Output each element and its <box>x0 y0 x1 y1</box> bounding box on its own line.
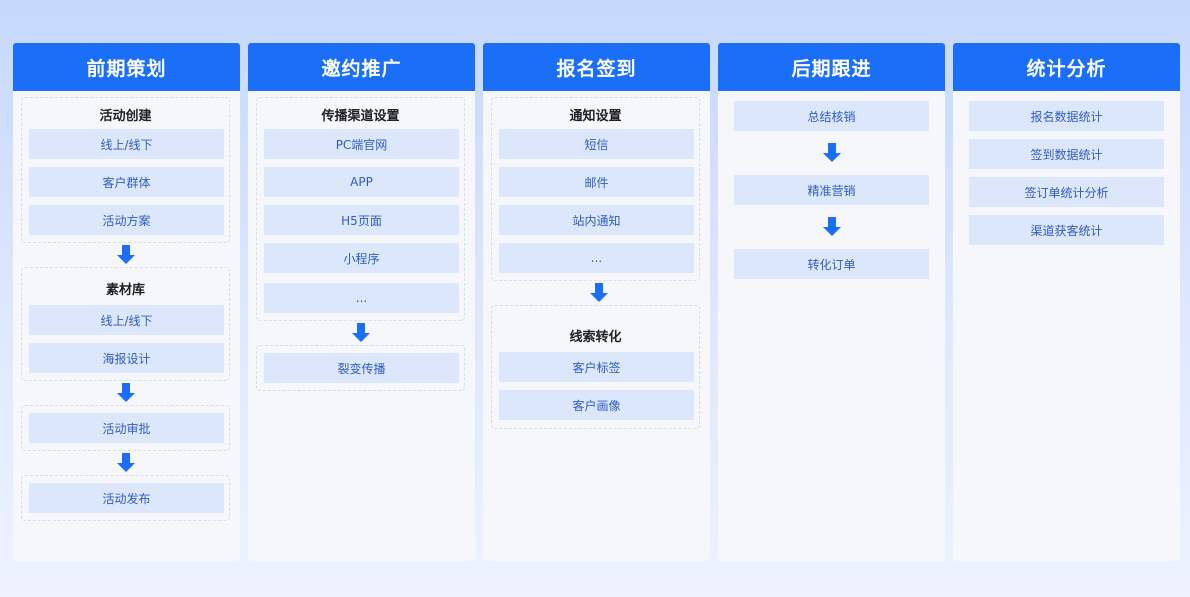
down-arrow-icon <box>590 283 608 303</box>
down-arrow-icon <box>823 143 841 163</box>
flow-item[interactable]: 海报设计 <box>29 343 224 373</box>
flow-item[interactable]: PC端官网 <box>264 129 459 159</box>
group-title: 传播渠道设置 <box>321 109 400 124</box>
flow-item[interactable]: 线上/线下 <box>29 305 224 335</box>
flow-item[interactable]: 活动审批 <box>29 413 224 443</box>
group-approval <box>21 405 230 451</box>
flow-item[interactable]: 客户标签 <box>499 352 694 382</box>
flow-item[interactable]: 渠道获客统计 <box>969 215 1164 245</box>
flow-item[interactable]: 转化订单 <box>734 249 929 279</box>
column-statistics: 统计分析 报名数据统计 签到数据统计 签订单统计分析 渠道获客统计 <box>953 43 1180 561</box>
down-arrow-icon <box>117 453 135 473</box>
group-title: 活动创建 <box>99 109 152 124</box>
flow-item[interactable]: 签订单统计分析 <box>969 177 1164 207</box>
column-planning: 前期策划 活动创建 线上/线下 客户群体 活动方案 素材库 线上/线下 海报设计… <box>13 43 240 561</box>
group-notification-settings: 通知设置 <box>491 97 700 281</box>
flow-item[interactable]: 裂变传播 <box>264 353 459 383</box>
flow-item[interactable]: H5页面 <box>264 205 459 235</box>
group-material-library: 素材库 <box>21 267 230 381</box>
column-title: 前期策划 <box>13 43 240 91</box>
flow-item[interactable]: 精准营销 <box>734 175 929 205</box>
column-promotion: 邀约推广 传播渠道设置 PC端官网 APP H5页面 小程序 ... 裂变传播 <box>248 43 475 561</box>
flow-item[interactable]: 总结核销 <box>734 101 929 131</box>
flow-item[interactable]: ... <box>264 283 459 313</box>
group-title: 素材库 <box>105 283 145 298</box>
flow-item[interactable]: APP <box>264 167 459 197</box>
flow-item[interactable]: 签到数据统计 <box>969 139 1164 169</box>
group-title: 通知设置 <box>569 109 622 124</box>
column-title: 邀约推广 <box>248 43 475 91</box>
down-arrow-icon <box>823 217 841 237</box>
flow-item[interactable]: 邮件 <box>499 167 694 197</box>
flow-item[interactable]: 线上/线下 <box>29 129 224 159</box>
flow-item[interactable]: 客户群体 <box>29 167 224 197</box>
down-arrow-icon <box>352 323 370 343</box>
column-title: 统计分析 <box>953 43 1180 91</box>
group-publish <box>21 475 230 521</box>
down-arrow-icon <box>117 383 135 403</box>
flow-item[interactable]: 小程序 <box>264 243 459 273</box>
column-title: 后期跟进 <box>718 43 945 91</box>
flow-item[interactable]: 活动方案 <box>29 205 224 235</box>
column-registration: 报名签到 通知设置 短信 邮件 站内通知 ... 线索转化 客户标签 客户画像 <box>483 43 710 561</box>
group-title: 线索转化 <box>569 330 622 345</box>
flow-item[interactable]: 站内通知 <box>499 205 694 235</box>
flow-item[interactable]: 客户画像 <box>499 390 694 420</box>
column-follow-up: 后期跟进 总结核销 精准营销 转化订单 <box>718 43 945 561</box>
flow-item[interactable]: 报名数据统计 <box>969 101 1164 131</box>
flow-item[interactable]: 活动发布 <box>29 483 224 513</box>
flow-item[interactable]: 短信 <box>499 129 694 159</box>
group-channel-settings: 传播渠道设置 <box>256 97 465 321</box>
group-activity-create: 活动创建 <box>21 97 230 243</box>
group-lead-conversion: 线索转化 <box>491 305 700 429</box>
flow-item[interactable]: ... <box>499 243 694 273</box>
group-fission <box>256 345 465 391</box>
column-title: 报名签到 <box>483 43 710 91</box>
down-arrow-icon <box>117 245 135 265</box>
